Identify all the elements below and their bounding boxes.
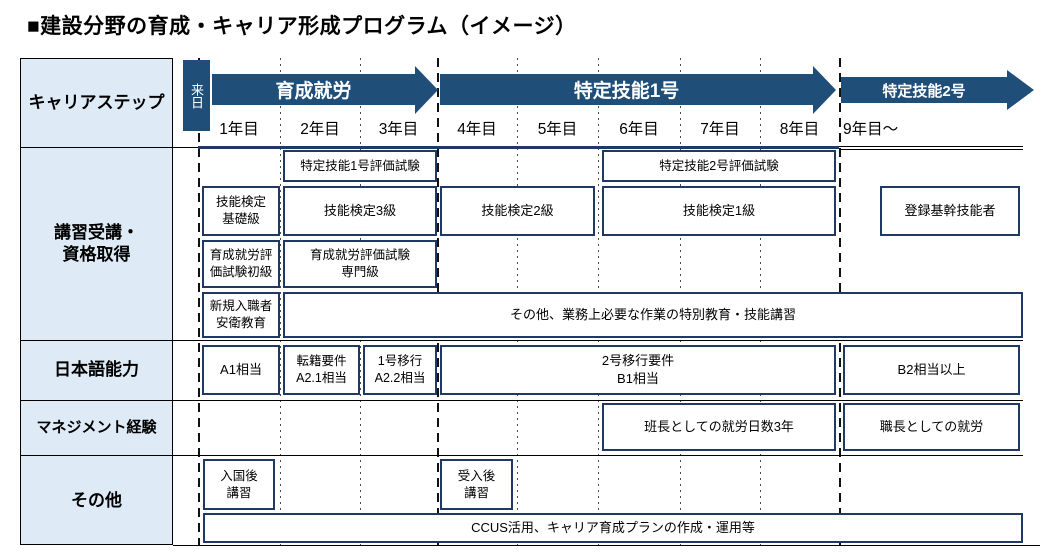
- year-label-4: 4年目: [457, 121, 497, 138]
- row-label-training: 講習受講・ 資格取得: [21, 148, 172, 341]
- box-tokubetsu-kyoiku: その他、業務上必要な作業の特別教育・技能講習: [283, 292, 1023, 338]
- box-kentei-basic: 技能検定 基礎級: [202, 186, 280, 236]
- box-ss1-exam: 特定技能1号評価試験: [283, 150, 437, 182]
- box-shokucho: 職長としての就労: [843, 403, 1020, 451]
- box-nyukokugo-kosyu: 入国後 講習: [203, 459, 275, 510]
- box-kentei-2: 技能検定2級: [440, 186, 595, 236]
- box-kikan-ginosha: 登録基幹技能者: [880, 186, 1020, 236]
- grid-line-year1-2: [280, 58, 281, 545]
- box-ss2-exam: 特定技能2号評価試験: [602, 150, 836, 182]
- page-title: ■建設分野の育成・キャリア形成プログラム（イメージ）: [27, 15, 577, 38]
- box-jp-a22: 1号移行 A2.2相当: [363, 345, 437, 395]
- box-jp-b2: B2相当以上: [843, 345, 1020, 395]
- section-line-header-left: [173, 147, 198, 148]
- box-hancho: 班長としての就労日数3年: [602, 403, 836, 451]
- year-label-9plus: 9年目～: [843, 121, 899, 138]
- year-label-1: 1年目: [219, 121, 259, 138]
- table-bottom-line: [173, 545, 1040, 546]
- row-label-column: キャリアステップ 講習受講・ 資格取得 日本語能力 マネジメント経験 その他: [20, 58, 173, 545]
- box-jp-a1: A1相当: [202, 345, 280, 395]
- year-label-7: 7年目: [700, 121, 740, 138]
- year-label-5: 5年目: [537, 121, 578, 138]
- arrival-marker: 来日: [183, 60, 210, 131]
- phase-line-arrival: [198, 58, 200, 545]
- box-jp-b1: 2号移行要件 B1相当: [440, 345, 836, 395]
- phase-arrow-ikusei-shuro: 育成就労: [212, 74, 415, 105]
- row-label-career-step: キャリアステップ: [21, 59, 172, 148]
- year-label-6: 6年目: [619, 121, 659, 138]
- box-ikusei-exam-beginner: 育成就労評 価試験初級: [202, 240, 280, 288]
- box-jp-a21: 転籍要件 A2.1相当: [283, 345, 360, 395]
- box-ukeirego-kosyu: 受入後 講習: [440, 459, 513, 510]
- box-ccus: CCUS活用、キャリア育成プランの作成・運用等: [203, 513, 1023, 543]
- year-label-2: 2年目: [300, 121, 340, 138]
- phase-arrow-tokutei-ginou-1: 特定技能1号: [440, 74, 813, 105]
- section-line-other: [173, 455, 1023, 456]
- row-label-management: マネジメント経験: [21, 401, 172, 456]
- section-line-japanese: [173, 340, 1023, 341]
- box-kentei-1: 技能検定1級: [602, 186, 836, 236]
- row-label-other: その他: [71, 490, 122, 510]
- year-label-3: 3年目: [378, 121, 419, 138]
- box-ikusei-exam-senmon: 育成就労評価試験 専門級: [283, 240, 437, 288]
- year-label-8: 8年目: [779, 121, 820, 138]
- section-line-header-right: [839, 146, 1023, 150]
- section-line-management: [173, 400, 1023, 401]
- section-line-header: [198, 146, 839, 149]
- phase-arrow-tokutei-ginou-2: 特定技能2号: [841, 77, 1007, 103]
- box-kentei-3: 技能検定3級: [283, 186, 437, 236]
- row-label-japanese: 日本語能力: [21, 341, 172, 401]
- box-shinki-anei: 新規入職者 安衛教育: [202, 292, 280, 338]
